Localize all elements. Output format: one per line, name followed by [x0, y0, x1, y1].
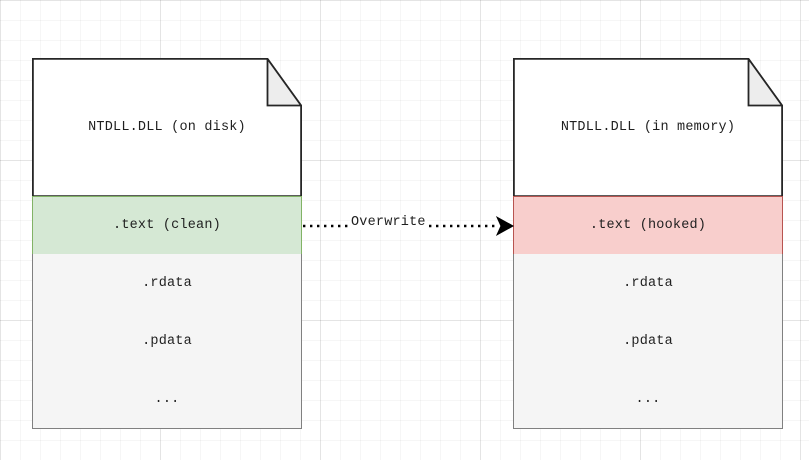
- section-ellipsis-disk[interactable]: ...: [32, 370, 302, 429]
- section-text-clean[interactable]: .text (clean): [32, 196, 302, 255]
- edge-label-overwrite: Overwrite: [350, 215, 427, 230]
- section-rdata-disk[interactable]: .rdata: [32, 254, 302, 313]
- doc-header-on-disk: NTDLL.DLL (on disk): [32, 58, 302, 197]
- document-shape-icon: [513, 58, 783, 197]
- node-title-on-disk: NTDLL.DLL (on disk): [88, 119, 246, 135]
- section-pdata-disk[interactable]: .pdata: [32, 312, 302, 371]
- node-ntdll-on-disk[interactable]: NTDLL.DLL (on disk) .text (clean) .rdata…: [32, 58, 302, 429]
- section-text-hooked[interactable]: .text (hooked): [513, 196, 783, 255]
- doc-header-in-memory: NTDLL.DLL (in memory): [513, 58, 783, 197]
- node-title-in-memory: NTDLL.DLL (in memory): [560, 119, 736, 135]
- document-shape-icon: [32, 58, 302, 197]
- section-pdata-memory[interactable]: .pdata: [513, 312, 783, 371]
- section-ellipsis-memory[interactable]: ...: [513, 370, 783, 429]
- arrowhead-icon: [495, 216, 515, 236]
- section-rdata-memory[interactable]: .rdata: [513, 254, 783, 313]
- node-ntdll-in-memory[interactable]: NTDLL.DLL (in memory) .text (hooked) .rd…: [513, 58, 783, 429]
